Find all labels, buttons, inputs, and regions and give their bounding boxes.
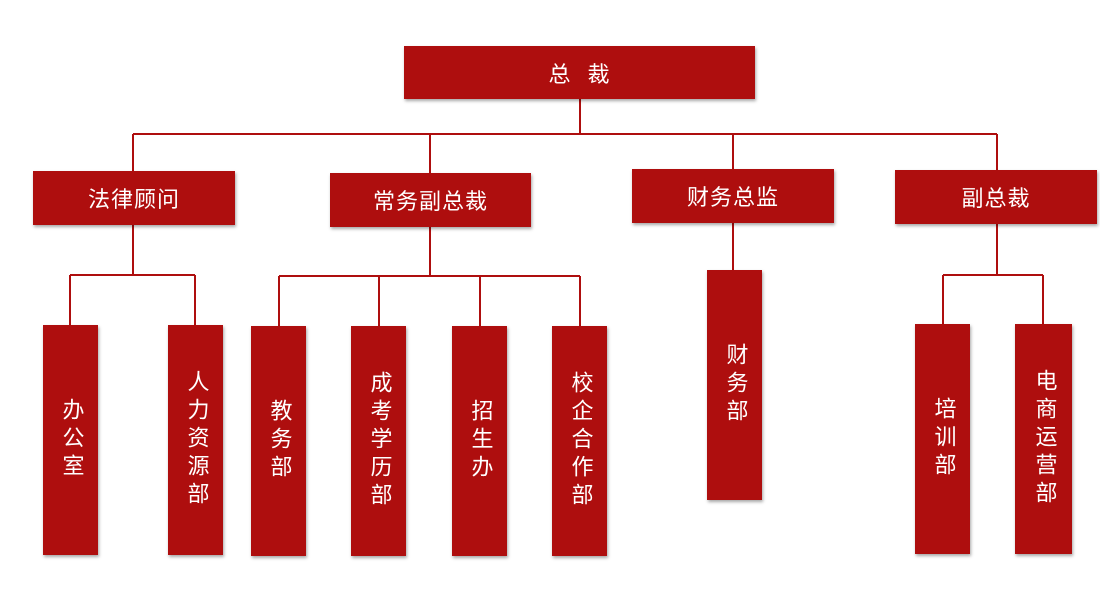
dept-hr-box: 人力资源部 xyxy=(168,325,223,555)
dept-adult-exam-box: 成考学历部 xyxy=(351,326,406,556)
executive-vp-box: 常务副总裁 xyxy=(330,173,531,227)
dept-admissions-box: 招生办 xyxy=(452,326,507,556)
dept-training-box: 培训部 xyxy=(915,324,970,554)
cfo-box: 财务总监 xyxy=(632,169,834,223)
ceo-box: 总 裁 xyxy=(404,46,755,99)
vp-box: 副总裁 xyxy=(895,170,1097,224)
dept-school-enterprise-box: 校企合作部 xyxy=(552,326,607,556)
dept-academic-box: 教务部 xyxy=(251,326,306,556)
dept-office-box: 办公室 xyxy=(43,325,98,555)
dept-finance-box: 财务部 xyxy=(707,270,762,500)
legal-counsel-box: 法律顾问 xyxy=(33,171,235,225)
dept-ecommerce-box: 电商运营部 xyxy=(1015,324,1072,554)
